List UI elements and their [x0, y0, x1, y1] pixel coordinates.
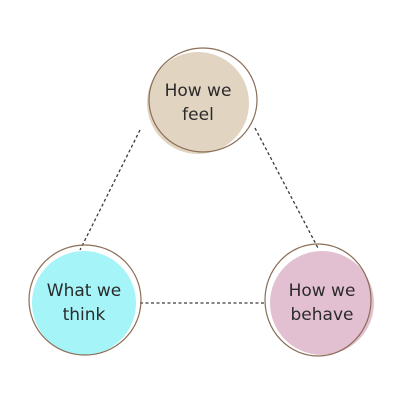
node-think: [28, 244, 142, 356]
node-fill-behave: [270, 251, 374, 355]
node-behave: [264, 243, 374, 357]
connector-feel-think: [79, 129, 141, 251]
node-feel: [147, 47, 258, 154]
node-outline-think: [28, 244, 142, 356]
node-fill-think: [32, 251, 136, 355]
node-fill-feel: [147, 52, 249, 154]
connector-feel-behave: [254, 127, 319, 249]
node-outline-feel: [148, 47, 258, 153]
node-outline-behave: [264, 243, 372, 357]
